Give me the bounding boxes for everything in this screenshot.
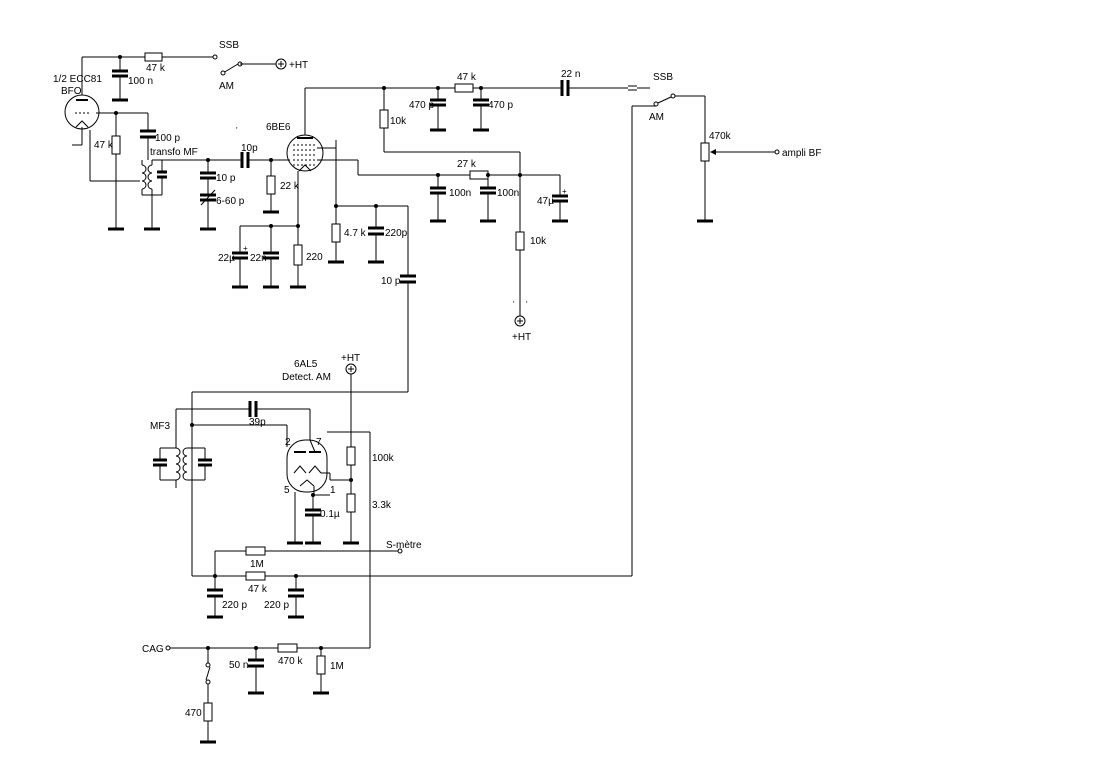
mixer-section: 10 p 6-60 p 10p 22 k 6BE6	[200, 87, 470, 392]
resistor-22k-label: 22 k	[280, 181, 300, 192]
bfo-resistor-47k-grid-label: 47 k	[94, 140, 114, 151]
transfo-mf-label: transfo MF	[150, 147, 198, 158]
ht-top-label: +HT	[289, 60, 308, 71]
cap-22u-label: 22µ	[218, 253, 235, 264]
resistor-1m-smetre-label: 1M	[250, 559, 264, 570]
resistor-47k-plate	[454, 83, 474, 93]
cap-100n-a-label: 100n	[449, 188, 471, 199]
switch-top-am-label: AM	[219, 81, 234, 92]
resistor-47k-det	[245, 571, 266, 581]
ht-det-label: +HT	[341, 353, 360, 364]
bfo-tube-sublabel: BFO	[61, 86, 82, 97]
cap-10p-mf-label: 10 p	[216, 173, 236, 184]
cap-10p-out-label: 10 p	[381, 276, 401, 287]
s-metre-label: S-mètre	[386, 540, 422, 551]
detector-pin-2: 2	[285, 437, 291, 448]
ht-terminal-top	[275, 58, 287, 70]
switch-top-ssb-label: SSB	[219, 40, 239, 51]
detector-pin-7: 7	[316, 437, 322, 448]
cap-470p-a-label: 470 p	[409, 100, 434, 111]
resistor-470	[203, 702, 213, 722]
resistor-470k	[277, 643, 298, 653]
resistor-27k-label: 27 k	[457, 159, 477, 170]
ampli-bf-label: ampli BF	[782, 148, 821, 159]
resistor-100k-label: 100k	[372, 453, 395, 464]
cap-220p-c-label: 220 p	[264, 600, 289, 611]
resistor-1m-smetre	[245, 546, 266, 556]
detector-section: 6AL5 Detect. AM +HT MF3 39p	[150, 353, 632, 648]
detector-tube-label: 6AL5	[294, 359, 318, 370]
ht-terminal-mid	[514, 315, 526, 327]
output-network: 10k 470 p 47 k 470 p 22 n 100n	[379, 69, 650, 343]
potentiometer-470k	[700, 142, 710, 162]
resistor-1m-cag-label: 1M	[330, 661, 344, 672]
resistor-3k3-label: 3.3k	[372, 500, 392, 511]
cap-100n-b-label: 100n	[497, 188, 519, 199]
cap-22n-out-label: 22 n	[561, 69, 580, 80]
cap-22n-label: 22n	[250, 253, 267, 264]
bfo-resistor-47k-grid	[111, 135, 121, 155]
potentiometer-470k-label: 470k	[709, 131, 732, 142]
resistor-10k-b-label: 10k	[530, 236, 547, 247]
detector-tube-envelope	[286, 439, 328, 493]
bfo-resistor-47k-top	[144, 52, 163, 62]
svg-text:+: +	[243, 244, 248, 253]
resistor-4k7-label: 4.7 k	[344, 228, 367, 239]
bfo-resistor-47k-top-label: 47 k	[146, 63, 166, 74]
resistor-1m-cag	[316, 655, 326, 675]
mf3-coils	[153, 447, 212, 488]
cap-50n-label: 50 n	[229, 660, 248, 671]
resistor-100k	[346, 446, 356, 466]
svg-text:': '	[513, 300, 515, 309]
cap-470p-b-label: 470 p	[488, 100, 513, 111]
resistor-27k	[469, 170, 489, 180]
svg-text:': '	[526, 300, 528, 309]
resistor-470k-label: 470 k	[278, 656, 303, 667]
cap-10p-grid-label: 10p	[241, 143, 258, 154]
resistor-47k-det-label: 47 k	[248, 584, 268, 595]
ht-mid-label: +HT	[512, 332, 531, 343]
resistor-22k	[266, 175, 276, 195]
switch-right-am-label: AM	[649, 112, 664, 123]
bfo-cap-100n-label: 100 n	[128, 76, 153, 87]
resistor-220	[293, 244, 303, 266]
cap-220p-b-label: 220 p	[222, 600, 247, 611]
cap-220p-a-label: 220p	[385, 228, 408, 239]
svg-text:': '	[236, 126, 238, 135]
bfo-section: 1/2 ECC81 BFO 47 k 100 n 47 k 100 p	[53, 52, 242, 231]
resistor-470-label: 470	[185, 708, 202, 719]
cag-label: CAG	[142, 644, 164, 655]
resistor-47k-plate-label: 47 k	[457, 72, 477, 83]
resistor-3k3	[346, 493, 356, 513]
cap-47u-label: 47µ	[537, 196, 554, 207]
mixer-tube-label: 6BE6	[266, 122, 291, 133]
cap-0u1-label: 0.1µ	[320, 509, 340, 520]
mf3-label: MF3	[150, 421, 170, 432]
bfo-tube-label: 1/2 ECC81	[53, 74, 102, 85]
switch-right-ssb-label: SSB	[653, 72, 673, 83]
resistor-220-label: 220	[306, 252, 323, 263]
transfo-mf-coil	[141, 164, 153, 190]
cap-39p-label: 39p	[249, 417, 266, 428]
resistor-10k-a	[379, 109, 389, 129]
switch-ssb-am-top: SSB AM +HT	[212, 40, 308, 92]
resistor-4k7	[331, 223, 341, 243]
cag-section: CAG 470 50 n 470 k 1M	[142, 643, 370, 744]
switch-ssb-am-right: SSB AM 470k ampli BF	[631, 72, 821, 576]
bfo-cap-100p-label: 100 p	[155, 133, 180, 144]
svg-text:+: +	[562, 187, 567, 196]
detector-pin-1: 1	[330, 485, 336, 496]
resistor-10k-b	[515, 231, 525, 251]
detector-pin-5: 5	[284, 485, 290, 496]
detector-tube-sublabel: Detect. AM	[282, 372, 331, 383]
resistor-10k-a-label: 10k	[390, 116, 407, 127]
trimmer-cap-label: 6-60 p	[216, 196, 245, 207]
